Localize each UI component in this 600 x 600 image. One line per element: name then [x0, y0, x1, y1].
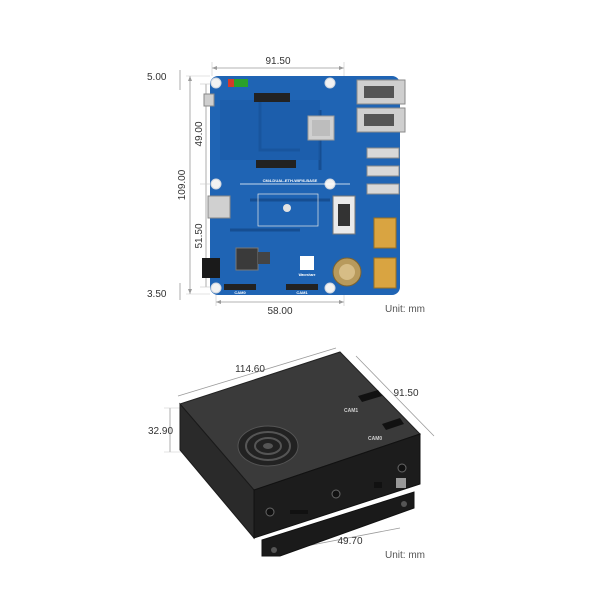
case-cam0-label: CAM0: [368, 436, 382, 442]
cam0-connector: [224, 284, 256, 290]
power-inductor: [235, 247, 259, 271]
cm4-connector: [256, 160, 296, 168]
m2-slot: [257, 193, 319, 227]
case-unit-label: Unit: mm: [385, 550, 425, 561]
case-bracket-spacing-label: 49.70: [337, 536, 362, 547]
board-top-view: 91.50 5.00 49.00 109.00 51.50 3.50 58.00…: [147, 56, 425, 317]
case-view: 114.60 91.50 32.90 49.70 Unit: mm CAM1 C…: [148, 347, 435, 561]
board-bottom-margin-label: 3.50: [147, 289, 167, 300]
board-name-silkscreen: CM4-DUAL-ETH-WIFI6-BASE: [263, 178, 318, 183]
sd-card-socket: [207, 195, 231, 219]
case-depth-label: 91.50: [393, 388, 418, 399]
case-length-label: 114.60: [235, 364, 265, 375]
mounting-bracket: [261, 491, 415, 557]
usb-ports: [366, 147, 400, 195]
board-width-label: 91.50: [265, 56, 290, 67]
board-height-label: 109.00: [177, 169, 188, 200]
metal-enclosure: CAM1 CAM0: [179, 351, 421, 557]
brand-logo-text: Waveshare: [299, 273, 316, 277]
usb-c-port: [203, 93, 215, 107]
brand-logo-icon: [300, 256, 314, 270]
case-cam1-label: CAM1: [344, 408, 358, 414]
hdmi-ports: [373, 217, 397, 289]
case-height-label: 32.90: [148, 426, 173, 437]
case-front-ports: [265, 463, 407, 517]
board-unit-label: Unit: mm: [385, 304, 425, 315]
ethernet-ports: [356, 79, 406, 133]
pcb-board: CM4-DUAL-ETH-WIFI6-BASE Waveshare C: [202, 76, 406, 295]
board-hole-spacing-label: 58.00: [267, 306, 292, 317]
top-board-connector: [254, 93, 290, 102]
cam0-silkscreen: CAM0: [234, 290, 246, 295]
cam1-silkscreen: CAM1: [296, 290, 308, 295]
board-top-margin-label: 5.00: [147, 72, 167, 83]
board-lower-section-label: 51.50: [194, 223, 205, 248]
board-upper-section-label: 49.00: [194, 121, 205, 146]
cam1-connector: [286, 284, 318, 290]
header-connector: [228, 79, 248, 87]
dc-power-jack: [202, 258, 220, 278]
mounting-holes: [210, 77, 336, 294]
case-dimension-lines: [164, 347, 435, 549]
fan-grille-icon: [237, 425, 299, 467]
